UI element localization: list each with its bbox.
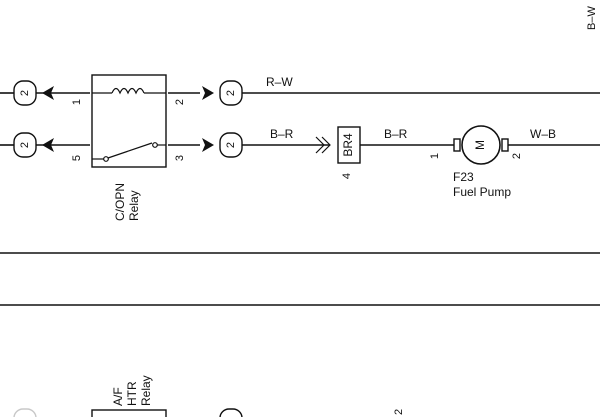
junction-br4: BR4 4 xyxy=(315,126,361,179)
connector-right-top: 2 xyxy=(202,80,243,106)
connector-left-top-pin: 2 xyxy=(19,90,31,96)
relay-af-htr: A/F HTR Relay xyxy=(91,375,167,417)
connector-right-top-pin: 2 xyxy=(225,90,237,96)
relay-cpn-pin-1: 1 xyxy=(71,99,83,105)
wire-label-mid-right: B–R xyxy=(384,127,408,141)
coil-icon xyxy=(111,87,145,95)
connector-right-mid-pin: 2 xyxy=(225,142,237,148)
relay-cpn: 1 5 2 3 C/OPN Relay xyxy=(71,74,186,221)
connector-left-mid-pin: 2 xyxy=(19,142,31,148)
relay-af-label-3: Relay xyxy=(139,375,153,406)
wire-label-pump-out: W–B xyxy=(530,127,556,141)
connector-bottom-right xyxy=(219,408,243,417)
connector-right-mid: 2 xyxy=(202,132,243,158)
fuel-pump-pin-1: 1 xyxy=(429,153,441,159)
arrow-right-icon xyxy=(202,138,214,152)
relay-af-label-1: A/F xyxy=(111,387,125,406)
fuel-pump-id: F23 xyxy=(453,170,474,184)
relay-af-label-2: HTR xyxy=(125,381,139,406)
motor-symbol: M xyxy=(473,140,487,150)
relay-cpn-label-2: Relay xyxy=(127,190,141,221)
relay-cpn-pin-5: 5 xyxy=(71,155,83,161)
relay-cpn-pin-3: 3 xyxy=(174,155,186,161)
chevron-right-icon xyxy=(321,136,331,154)
fuel-pump: M 1 2 F23 Fuel Pump xyxy=(429,125,523,199)
junction-pin: 4 xyxy=(341,173,353,179)
bottom-mark: 2 xyxy=(393,409,405,415)
relay-cpn-pin-2: 2 xyxy=(174,99,186,105)
connector-bottom-left xyxy=(13,408,37,417)
connector-left-top: 2 xyxy=(13,80,54,106)
wire-label-top: R–W xyxy=(266,75,293,89)
junction-label: BR4 xyxy=(341,133,355,157)
switch-contact-icon xyxy=(107,142,153,159)
arrow-left-icon xyxy=(42,86,54,100)
arrow-right-icon xyxy=(202,86,214,100)
chevron-right-icon xyxy=(315,136,325,154)
arrow-left-icon xyxy=(42,138,54,152)
fuel-pump-pin-2: 2 xyxy=(511,153,523,159)
motor-icon xyxy=(461,125,501,165)
fuel-pump-name: Fuel Pump xyxy=(453,185,511,199)
wire-label-mid-left: B–R xyxy=(270,127,294,141)
relay-cpn-label-1: C/OPN xyxy=(113,183,127,221)
wire-label-corner: B–W xyxy=(586,6,598,30)
connector-left-mid: 2 xyxy=(13,132,54,158)
